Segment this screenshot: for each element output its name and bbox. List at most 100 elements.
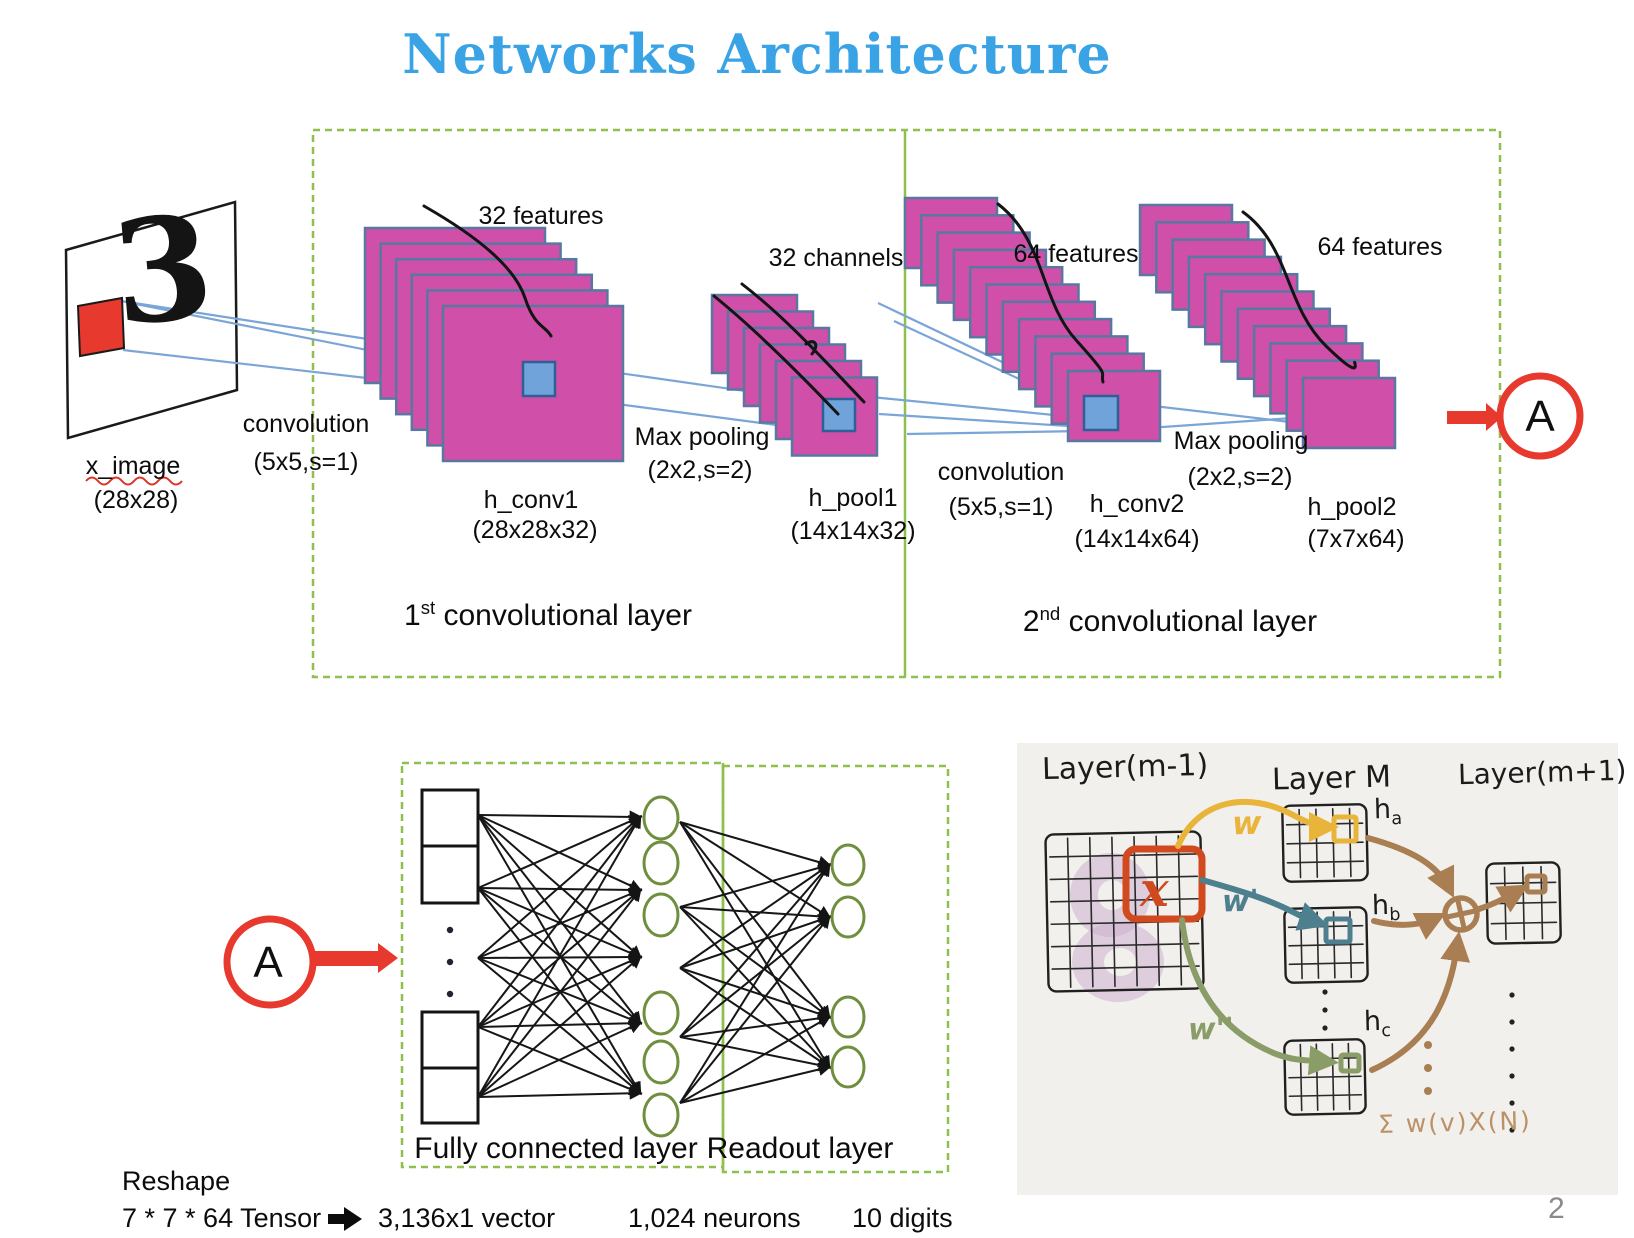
ellipsis-dot: [1322, 989, 1328, 995]
fc-input-squares: [420, 788, 480, 1125]
pool2-features-label: 64 features: [1317, 233, 1443, 261]
readout-edge: [679, 906, 831, 1069]
grid-line: [1066, 837, 1072, 988]
green-unit-square: [1338, 1052, 1362, 1074]
grid-line: [1050, 942, 1200, 948]
grid-line: [1490, 921, 1558, 925]
conv1-features-label: 32 features: [478, 202, 604, 230]
conv2-kernel-square: [1082, 394, 1120, 432]
conv-layer2-caption: 2nd convolutional layer: [1022, 603, 1318, 638]
layer-m-grid-a-border: [1281, 803, 1369, 883]
conv1-shape-label: (28x28x32): [472, 516, 598, 544]
readout-edge: [679, 821, 832, 869]
fc-edge: [477, 1086, 643, 1100]
pool2-features-brace: [1241, 210, 1357, 370]
layer-m-grid-a: [1281, 803, 1369, 883]
input-cell: [420, 1010, 480, 1070]
sketch-drawing: [1044, 798, 1562, 1133]
fc-edge: [477, 1021, 643, 1098]
fc-edge: [477, 888, 643, 959]
h-b-arrow: [1371, 912, 1447, 940]
conv2-features-label: 64 features: [1013, 240, 1139, 268]
hidden-readout-connections: [679, 821, 832, 1104]
left-red-arrow-icon: [312, 943, 398, 973]
grid-line: [1288, 943, 1364, 947]
readout-neuron: [830, 895, 866, 939]
plus-stroke: [1455, 900, 1467, 929]
slide-title: Networks Architecture: [402, 22, 1112, 86]
pool1-shape-label: (14x14x32): [790, 517, 916, 545]
conv1-features-brace: [422, 204, 553, 338]
ellipsis-dot: [1509, 1046, 1515, 1052]
readout-edge: [679, 914, 832, 969]
fc-edge: [477, 815, 642, 959]
readout-edge: [679, 967, 832, 1069]
input-cell: [420, 1066, 480, 1125]
fc-edge: [477, 814, 642, 959]
readout-neuron: [830, 995, 866, 1039]
sum-formula: Σ w(v)X(N): [1377, 1105, 1533, 1140]
feature-map: [790, 376, 879, 457]
pool1-channels-label: 32 channels: [768, 244, 904, 272]
readout-edge: [679, 906, 832, 1019]
ellipsis-dot: [446, 990, 454, 998]
h-conv2-stack: [903, 196, 1162, 443]
h-c-label: hc: [1363, 1005, 1392, 1042]
ellipsis-dot: [1509, 1073, 1515, 1079]
grid-line: [1133, 835, 1138, 987]
readout-edge: [679, 1063, 832, 1104]
reshape-label: Reshape: [122, 1166, 231, 1196]
fc-edge: [477, 810, 643, 824]
hidden-neurons: [642, 795, 680, 1138]
readout-edge: [679, 906, 832, 923]
layer-next-grid: [1485, 861, 1562, 945]
readout-edge: [679, 863, 832, 969]
conv-layers-dashed-box: [311, 128, 1502, 679]
layer-prev-label: Layer(m-1): [1041, 747, 1209, 788]
conv1-params-label: (5x5,s=1): [253, 448, 359, 476]
neurons-text: 1,024 neurons: [628, 1203, 801, 1233]
readout-caption: Readout layer: [706, 1132, 894, 1165]
pool1-channels-line1: [712, 294, 840, 416]
grid-line: [1088, 836, 1094, 988]
fully-connected-caption: Fully connected layer: [414, 1132, 698, 1165]
conv-layer1-caption: 1st convolutional layer: [404, 597, 692, 632]
feature-map: [1301, 376, 1397, 450]
hidden-neuron: [642, 840, 680, 886]
readout-edge: [679, 821, 831, 1020]
grid-line: [1051, 965, 1200, 970]
w-double-prime-arrow: [1179, 917, 1339, 1076]
h-a-label: ha: [1373, 793, 1403, 830]
brown-unit-square: [1524, 873, 1548, 895]
projection-line: [860, 394, 1085, 420]
h-b-label: hb: [1371, 889, 1401, 926]
ellipsis-dot: [1509, 1100, 1515, 1106]
ellipsis-dot: [446, 958, 454, 966]
blob-hole: [1104, 948, 1136, 976]
layer-next-label: Layer(m+1): [1457, 753, 1627, 792]
pool2-op-label: Max pooling: [1173, 427, 1309, 455]
projection-line: [878, 412, 1085, 429]
teal-unit-square: [1323, 916, 1353, 945]
grid-line: [1155, 835, 1161, 987]
w-label: w: [1231, 803, 1263, 843]
output-arrow: [1476, 884, 1529, 913]
pool1-params-label: (2x2,s=2): [647, 456, 753, 484]
h-pool1-stack: [710, 293, 879, 457]
conv2-features-brace: [996, 202, 1105, 384]
sketch-x-label: x: [1140, 862, 1169, 918]
layer-m-label: Layer M: [1271, 759, 1392, 798]
hidden-neuron: [642, 795, 680, 841]
grid-line: [1288, 961, 1365, 966]
fc-edge: [477, 887, 642, 1098]
hidden-neuron: [642, 990, 680, 1036]
pool2-shape-label: (7x7x64): [1307, 525, 1405, 553]
ellipsis-dot: [1322, 1007, 1328, 1013]
grid-line: [1111, 836, 1116, 988]
w-double-prime-label: w'': [1187, 1011, 1235, 1048]
ellipsis-dot: [1509, 992, 1515, 998]
hidden-neuron: [642, 1092, 680, 1138]
fc-edge: [477, 814, 642, 1028]
handwritten-digit: 3: [106, 184, 220, 358]
